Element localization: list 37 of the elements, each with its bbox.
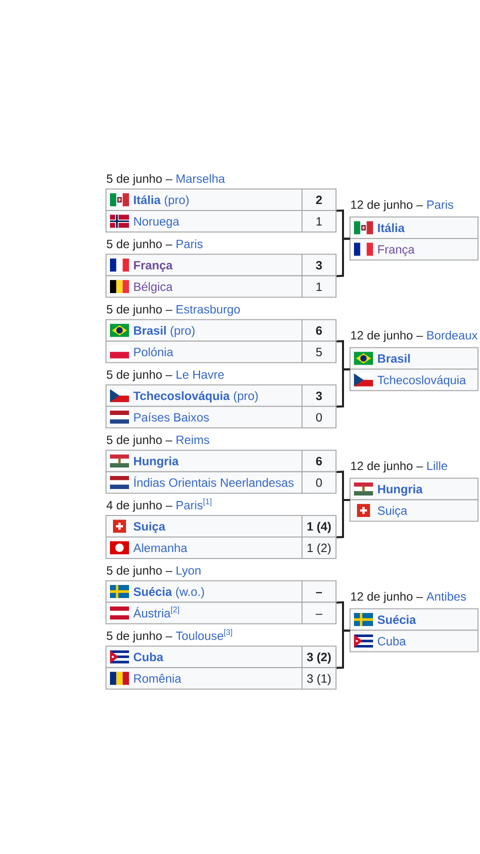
match-heading: 5 de junho – Toulouse$^{[3]}$ [106, 629, 232, 642]
match-heading: 5 de junho – Marselha [106, 174, 225, 186]
match-heading: 5 de junho – Le Havre [106, 370, 224, 382]
score-cell: 1 [302, 210, 336, 232]
score-cell: 1 (2) [302, 536, 336, 559]
match-heading: 12 de junho – Lille [351, 461, 448, 472]
score-cell: 5 [302, 340, 336, 364]
bracket-line [336, 498, 350, 538]
team-cell: Tchecoslováquia [350, 368, 478, 392]
match-heading: 12 de junho – Antibes [351, 592, 466, 604]
score-cell: 0 [302, 471, 336, 494]
match-heading: 5 de junho – Reims [106, 435, 210, 446]
match-heading: 5 de junho – Paris [106, 239, 203, 251]
score-cell: 3 (1) [302, 667, 336, 690]
score-cell: 6 [302, 319, 336, 342]
score-cell: 1 [302, 275, 336, 298]
score-cell: 3 [302, 384, 336, 407]
bracket-line [336, 630, 350, 669]
score-cell: – [302, 580, 336, 603]
team-cell: França [350, 238, 478, 260]
team-cell: Suécia [350, 608, 478, 631]
match-heading: 12 de junho – Bordeaux [351, 330, 478, 342]
score-cell: 1 (4) [302, 515, 336, 538]
score-cell: 0 [302, 406, 336, 428]
score-cell: 3 [302, 254, 336, 276]
match-heading: 12 de junho – Paris [351, 200, 454, 212]
score-cell: – [302, 602, 336, 624]
bracket-line [336, 238, 350, 278]
bracket-line [336, 368, 350, 408]
match-heading: 5 de junho – Estrasburgo [106, 304, 240, 316]
score-cell: 6 [302, 450, 336, 472]
score-cell: 2 [302, 188, 336, 211]
match-heading: 4 de junho – Paris$^{[1]}$ [106, 498, 212, 512]
score-cell: 3 (2) [302, 646, 336, 668]
team-cell: Cuba [350, 630, 478, 652]
team-cell: Suiça [350, 499, 478, 522]
match-heading: 5 de junho – Lyon [106, 566, 200, 578]
